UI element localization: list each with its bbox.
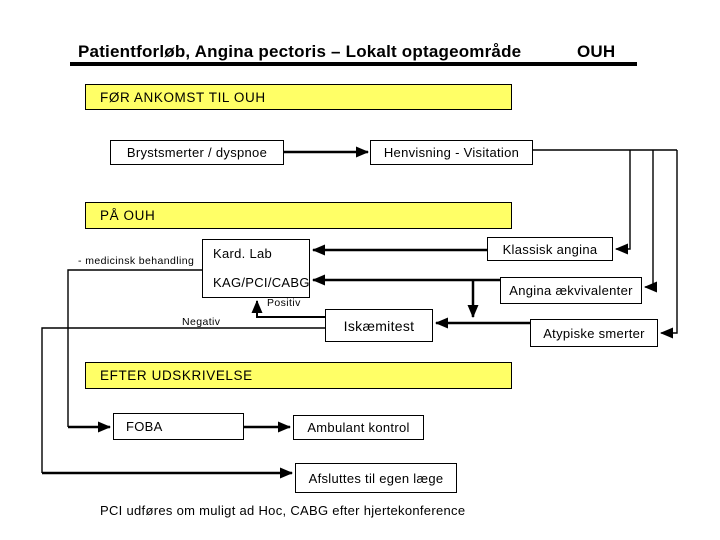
footer-note: PCI udføres om muligt ad Hoc, CABG efter…: [100, 503, 466, 518]
line-negativ-path: [41, 327, 325, 473]
flow-node-afsluttes: Afsluttes til egen læge: [295, 463, 457, 493]
kag-pci-cabg-label: KAG/PCI/CABG: [213, 275, 310, 290]
flow-node-atypiske-smerter: Atypiske smerter: [530, 319, 658, 347]
arrow-referral-to-aekvivalenter: [644, 150, 657, 293]
section-banner-after-discharge: EFTER UDSKRIVELSE: [85, 362, 512, 389]
page-title: Patientforløb, Angina pectoris – Lokalt …: [78, 42, 522, 61]
positiv-label: Positiv: [267, 297, 301, 309]
flow-node-ambulant-kontrol: Ambulant kontrol: [293, 415, 424, 440]
flow-node-referral: Henvisning - Visitation: [370, 140, 533, 165]
medicinsk-behandling-label: - medicinsk behandling: [78, 255, 195, 267]
arrow-referral-to-atypiske: [660, 150, 678, 339]
kard-lab-label: Kard. Lab: [213, 246, 273, 261]
section-banner-before-arrival: FØR ANKOMST TIL OUH: [85, 84, 512, 110]
flow-node-foba: FOBA: [113, 413, 244, 440]
flow-node-angina-aekvivalenter: Angina ækvivalenter: [500, 277, 642, 304]
flow-node-kard-lab: Kard. Lab KAG/PCI/CABG: [202, 239, 310, 298]
negativ-label: Negativ: [182, 316, 221, 328]
title-underline: [70, 62, 637, 66]
org-label: OUH: [577, 42, 616, 61]
section-banner-at-hospital: PÅ OUH: [85, 202, 512, 229]
flow-node-symptoms: Brystsmerter / dyspnoe: [110, 140, 284, 165]
flow-node-klassisk-angina: Klassisk angina: [487, 237, 613, 261]
arrow-referral-to-klassisk: [615, 150, 631, 255]
flow-node-iskaemitest: Iskæmitest: [325, 309, 433, 342]
line-medicinsk-path: [67, 269, 202, 427]
